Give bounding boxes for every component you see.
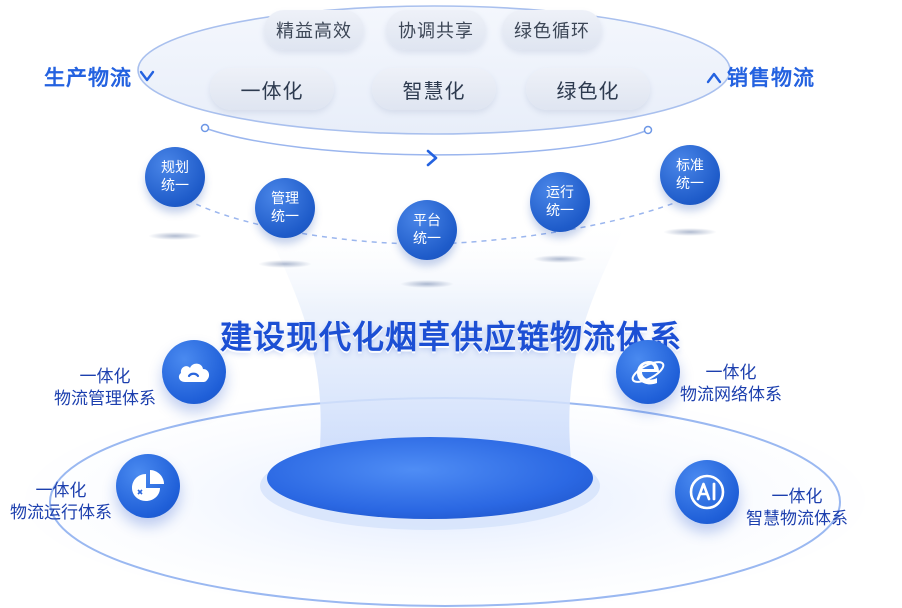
pill-green-cycle: 绿色循环 <box>502 10 602 50</box>
feature-management-text: 一体化 物流管理体系 <box>54 366 156 410</box>
platform-disc <box>267 437 593 519</box>
pill-coordinated-sharing: 协调共享 <box>386 10 486 50</box>
node-line2: 统一 <box>161 178 189 194</box>
feature-network-text: 一体化 物流网络体系 <box>680 362 782 406</box>
ai-icon <box>689 474 725 510</box>
node-management-unified: 管理统一 <box>255 178 315 238</box>
node-line1: 规划 <box>161 160 189 176</box>
node-planning-unified: 规划统一 <box>145 147 205 207</box>
cloud-icon <box>178 363 210 382</box>
node-line2: 统一 <box>413 231 441 247</box>
node-shadow <box>258 260 312 268</box>
node-line1: 标准 <box>676 158 704 174</box>
feature-network-icon-badge <box>616 340 680 404</box>
node-line1: 管理 <box>271 191 299 207</box>
feature-line1: 一体化 <box>35 481 87 501</box>
node-shadow <box>663 228 717 236</box>
feature-line2: 物流运行体系 <box>10 503 112 523</box>
left-down-arrow-icon <box>139 70 155 82</box>
production-logistics-label: 生产物流 <box>44 66 132 90</box>
orbit-chevron-icon <box>426 149 438 167</box>
node-line2: 统一 <box>676 176 704 192</box>
node-line2: 统一 <box>546 203 574 219</box>
feature-line2: 智慧物流体系 <box>746 509 848 529</box>
right-up-arrow-icon <box>706 72 722 84</box>
feature-line1: 一体化 <box>771 487 823 507</box>
node-line1: 运行 <box>546 185 574 201</box>
node-platform-unified: 平台统一 <box>397 200 457 260</box>
feature-operation-icon-badge <box>116 454 180 518</box>
feature-smart-icon-badge <box>675 460 739 524</box>
browser-e-icon <box>631 361 665 385</box>
feature-smart-text: 一体化 智慧物流体系 <box>746 486 848 530</box>
feature-operation-text: 一体化 物流运行体系 <box>10 480 112 524</box>
pill-lean-efficient: 精益高效 <box>264 10 364 50</box>
node-standard-unified: 标准统一 <box>660 145 720 205</box>
feature-line1: 一体化 <box>79 367 131 387</box>
pie-chart-icon <box>132 470 164 501</box>
feature-line2: 物流网络体系 <box>680 385 782 405</box>
sales-logistics-label: 销售物流 <box>727 66 815 90</box>
pill-integration: 一体化 <box>210 68 334 110</box>
feature-management-icon-badge <box>162 340 226 404</box>
feature-line2: 物流管理体系 <box>54 389 156 409</box>
node-line2: 统一 <box>271 209 299 225</box>
node-operation-unified: 运行统一 <box>530 172 590 232</box>
center-title: 建设现代化烟草供应链物流体系 <box>219 318 682 356</box>
node-line1: 平台 <box>413 213 441 229</box>
feature-line1: 一体化 <box>705 363 757 383</box>
node-shadow <box>148 232 202 240</box>
pill-green: 绿色化 <box>526 68 650 110</box>
node-shadow <box>533 255 587 263</box>
pill-intelligent: 智慧化 <box>372 68 496 110</box>
node-shadow <box>400 280 454 288</box>
